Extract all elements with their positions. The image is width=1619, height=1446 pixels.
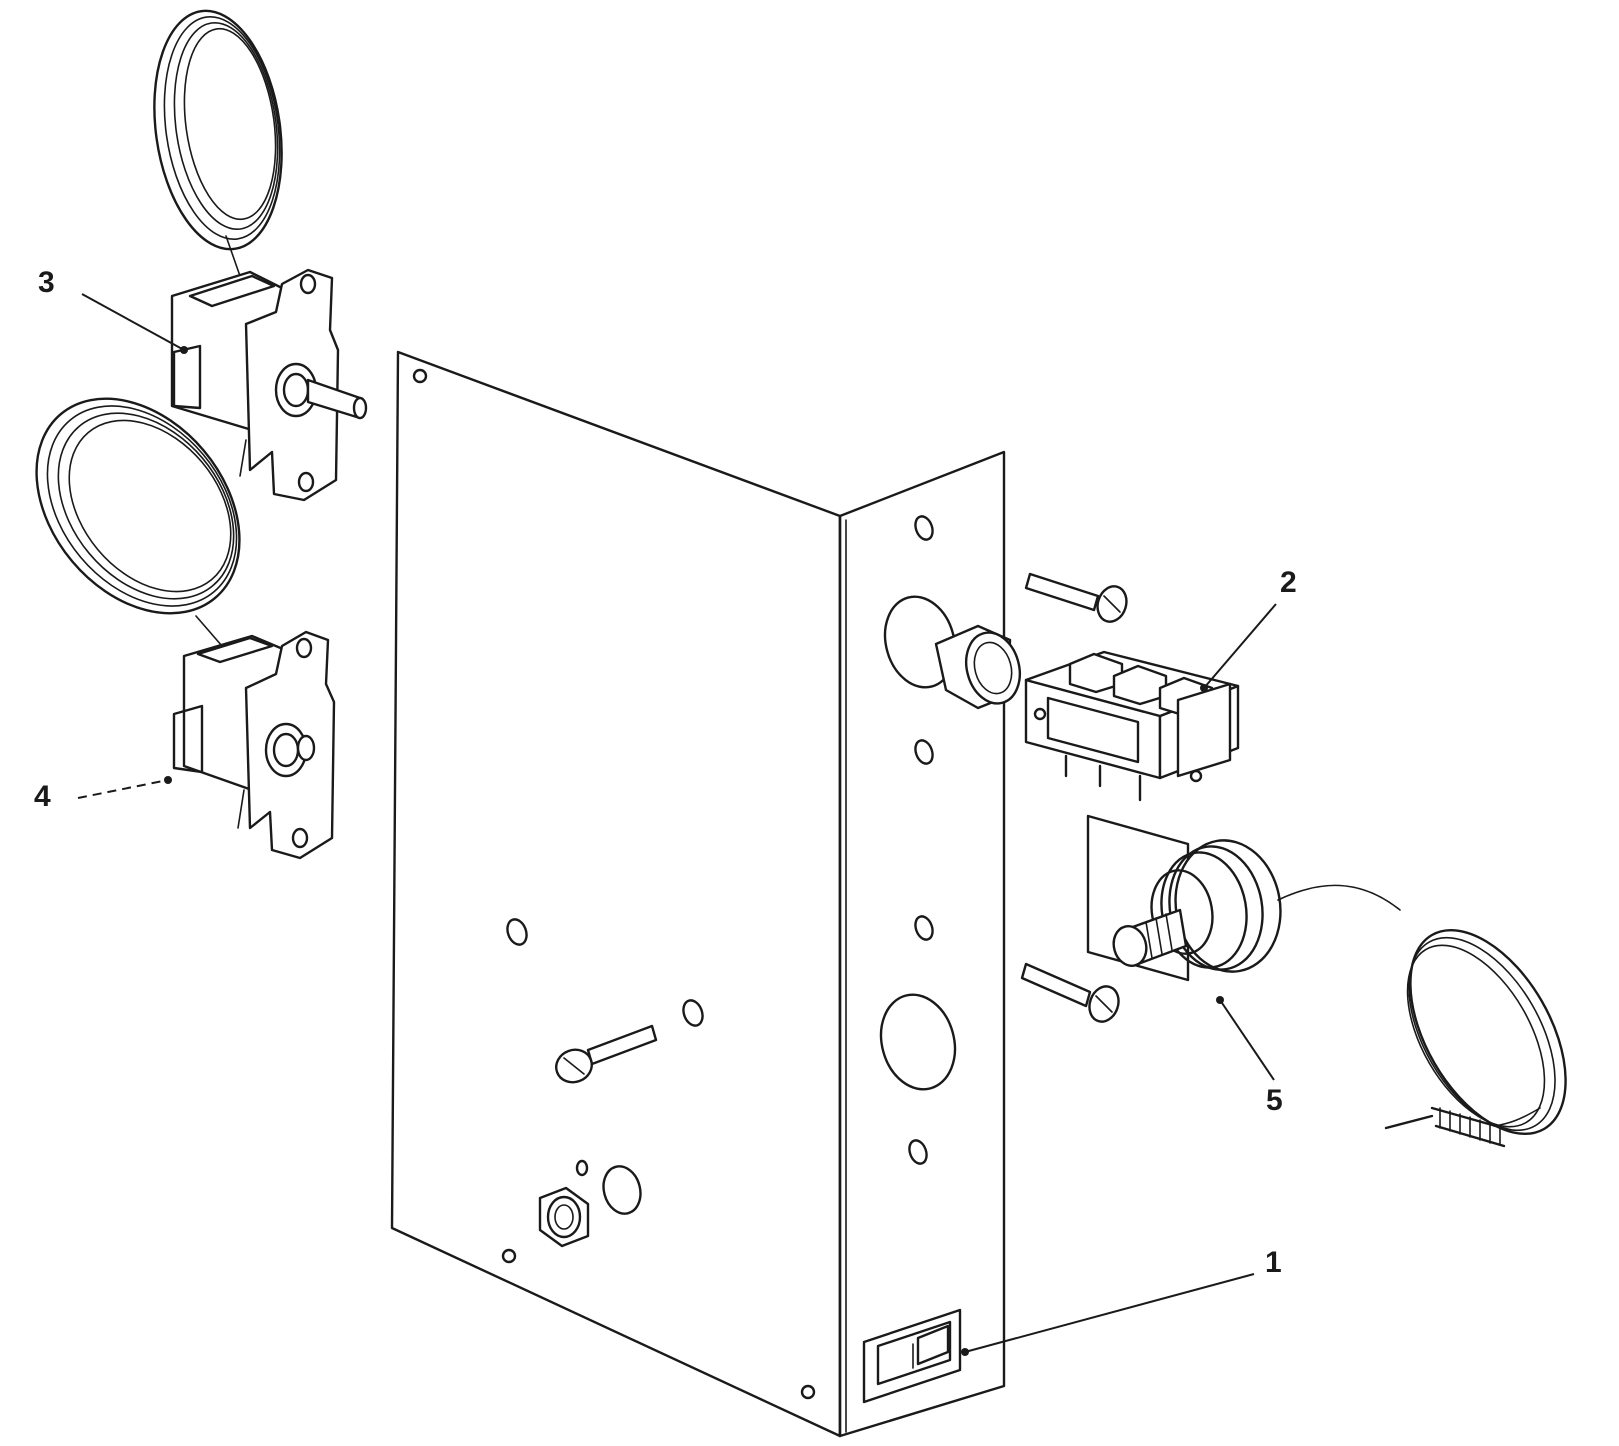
- terminal-block: [1024, 650, 1240, 802]
- screw-lower: [1020, 962, 1120, 1023]
- bulb-thermostat: [1086, 814, 1567, 1148]
- callout-label-2: 2: [1280, 566, 1297, 599]
- push-button-knob: [883, 595, 1021, 710]
- rocker-switch: [862, 1308, 962, 1404]
- callout-4: 4: [34, 776, 172, 813]
- screw-upper: [1024, 572, 1128, 623]
- callout-2: 2: [1200, 566, 1297, 692]
- callout-label-4: 4: [34, 780, 51, 813]
- callout-5: 5: [1216, 996, 1283, 1117]
- upper-capillary-thermostat: [153, 9, 368, 502]
- sensing-bulb-coil: [1384, 1106, 1512, 1148]
- lower-capillary-thermostat: [35, 397, 336, 860]
- callout-1: 1: [961, 1246, 1282, 1356]
- control-panel-bracket: [390, 350, 1006, 1438]
- screw-left-face: [555, 1024, 658, 1084]
- callout-label-1: 1: [1265, 1246, 1282, 1279]
- callout-3: 3: [38, 266, 188, 354]
- callout-label-3: 3: [38, 266, 55, 299]
- callout-label-5: 5: [1266, 1084, 1283, 1117]
